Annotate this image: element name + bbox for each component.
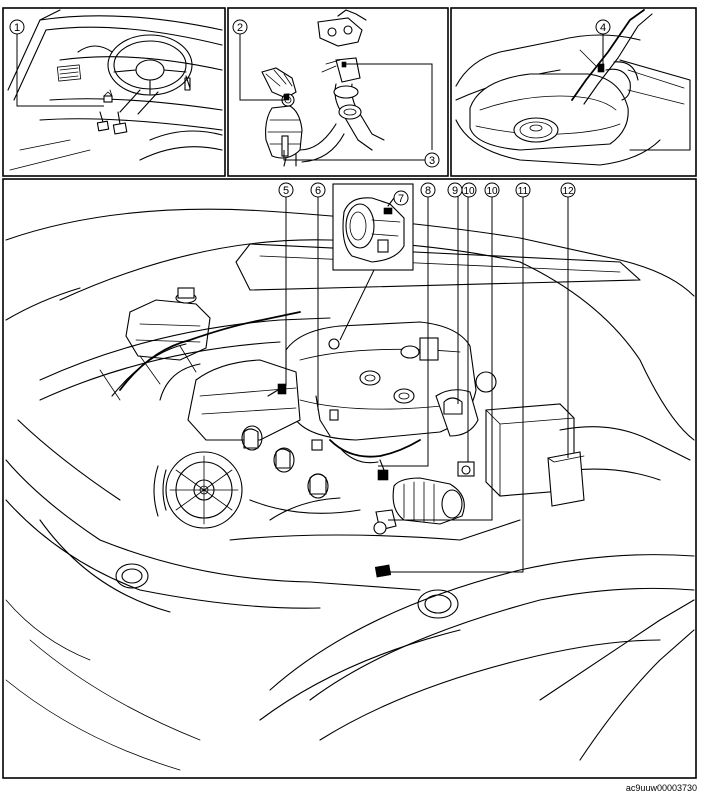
callout-1-label: 1	[14, 22, 20, 34]
callout-6-circle	[310, 182, 326, 198]
callout-5-label: 5	[283, 185, 289, 197]
callout-2-circle	[232, 19, 248, 35]
callout-10a-label: 10	[463, 186, 475, 197]
callout-2-label: 2	[237, 22, 243, 34]
callout-9-label: 9	[452, 185, 458, 197]
panel-fuel-tank-view: 4	[450, 7, 697, 177]
callout-10b-label: 10	[486, 186, 498, 197]
figure-code: ac9uuw00003730	[626, 783, 697, 793]
callout-7-circle	[393, 190, 409, 206]
panel-exhaust-view: 2 3	[227, 7, 449, 177]
callout-8-circle	[420, 182, 436, 198]
callout-3-circle	[424, 152, 440, 168]
callout-10a-circle	[461, 182, 477, 198]
callout-11-label: 11	[518, 186, 529, 197]
panel-engine-compartment: 5 6 7 8 9 10 10 11 12	[2, 178, 697, 779]
callout-7-label: 7	[398, 193, 404, 205]
callout-10b-circle	[484, 182, 500, 198]
callout-11-circle	[515, 182, 531, 198]
callout-12-circle	[560, 182, 576, 198]
callout-6-label: 6	[315, 185, 321, 197]
callout-8-label: 8	[425, 185, 431, 197]
callout-3-label: 3	[429, 155, 435, 167]
callout-1-circle	[9, 19, 25, 35]
panel-cabin-view: 1	[2, 7, 226, 177]
callout-4-label: 4	[600, 22, 606, 34]
callout-5-circle	[278, 182, 294, 198]
leader-10b	[388, 196, 493, 521]
callout-12-label: 12	[562, 186, 574, 197]
callout-4-circle	[595, 19, 611, 35]
leader-11	[390, 196, 524, 573]
leader-8	[378, 196, 429, 467]
